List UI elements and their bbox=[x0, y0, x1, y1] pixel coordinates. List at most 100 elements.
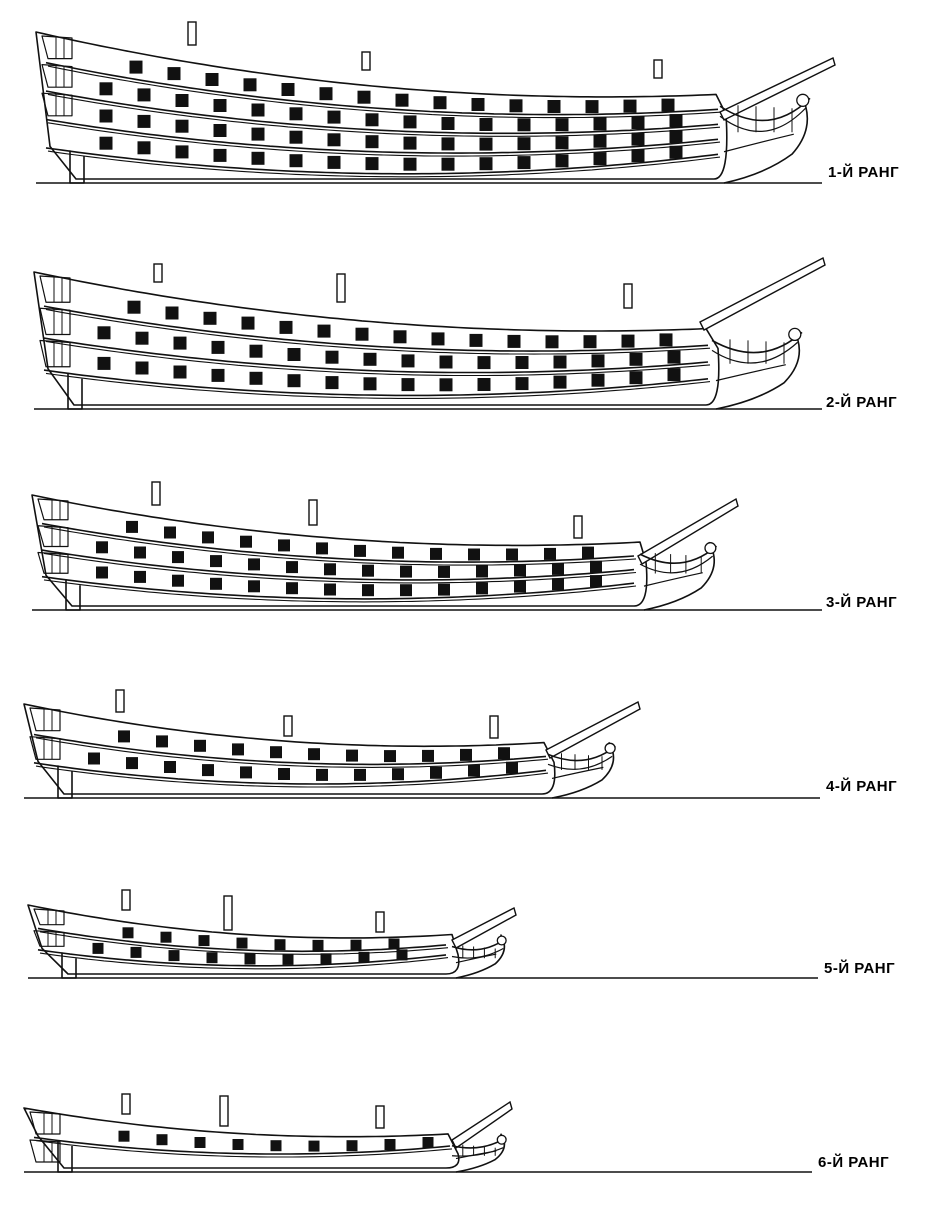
wale-line bbox=[37, 927, 447, 953]
wale-line bbox=[45, 308, 711, 355]
rank-label-4: 4-Й РАНГ bbox=[826, 778, 898, 795]
gun-port bbox=[278, 539, 290, 552]
gun-port bbox=[130, 946, 142, 958]
gun-port bbox=[243, 78, 257, 92]
bowsprit bbox=[451, 1100, 513, 1150]
gun-port bbox=[172, 574, 184, 587]
rank-label-6: 6-Й РАНГ bbox=[818, 1154, 890, 1171]
wale-line bbox=[39, 952, 449, 970]
mast-stub bbox=[573, 515, 583, 539]
gun-port bbox=[441, 137, 455, 151]
gun-port bbox=[623, 99, 637, 113]
gun-port bbox=[346, 1140, 358, 1152]
gun-port bbox=[471, 98, 485, 111]
gun-port bbox=[517, 156, 531, 170]
stern-gallery bbox=[41, 92, 73, 117]
gun-port bbox=[591, 373, 605, 387]
gun-port bbox=[441, 117, 455, 130]
gun-port bbox=[392, 546, 404, 559]
gun-port bbox=[213, 99, 227, 112]
gun-port bbox=[211, 340, 225, 354]
wale-line bbox=[45, 340, 711, 377]
gun-port bbox=[118, 730, 130, 743]
wale-line bbox=[47, 65, 721, 119]
gun-port bbox=[667, 350, 681, 364]
gun-port bbox=[468, 764, 480, 777]
gun-port bbox=[621, 334, 635, 348]
mast-stub bbox=[223, 895, 233, 931]
gun-port bbox=[137, 88, 151, 102]
gun-port bbox=[476, 582, 488, 595]
gun-port bbox=[509, 99, 523, 113]
mast-stub bbox=[653, 59, 663, 79]
gun-port bbox=[517, 118, 531, 132]
gun-port bbox=[324, 563, 336, 576]
wale-line bbox=[43, 305, 709, 352]
wale-line bbox=[47, 150, 721, 178]
gun-port bbox=[251, 127, 265, 141]
gun-port bbox=[175, 145, 189, 159]
figurehead bbox=[496, 1134, 507, 1145]
gun-port bbox=[210, 577, 222, 590]
figurehead bbox=[704, 542, 717, 555]
hull-outline bbox=[27, 904, 460, 975]
head-rail bbox=[547, 755, 613, 770]
gun-port bbox=[438, 565, 450, 578]
gun-port bbox=[202, 531, 214, 544]
mast-stub bbox=[375, 1105, 385, 1129]
gun-port bbox=[325, 376, 339, 390]
stern-gallery bbox=[39, 339, 71, 368]
mast-stub bbox=[361, 51, 371, 71]
wale-line bbox=[33, 1136, 451, 1155]
gun-port bbox=[173, 336, 187, 350]
gun-port bbox=[135, 331, 149, 345]
gun-port bbox=[251, 103, 265, 117]
gun-port bbox=[629, 371, 643, 385]
gun-port bbox=[137, 141, 151, 155]
gun-port bbox=[289, 107, 303, 121]
gun-port bbox=[135, 361, 149, 375]
gun-port bbox=[431, 332, 445, 346]
gun-port bbox=[270, 1140, 282, 1152]
gun-port bbox=[441, 157, 455, 171]
gun-port bbox=[134, 546, 146, 559]
gun-port bbox=[99, 136, 113, 150]
cutwater bbox=[643, 541, 716, 611]
gun-port bbox=[327, 110, 341, 124]
gun-port bbox=[422, 1137, 434, 1148]
trail-board bbox=[455, 953, 497, 964]
gun-port bbox=[514, 564, 526, 577]
gun-port bbox=[270, 746, 282, 759]
gun-port bbox=[396, 949, 408, 961]
head-rail bbox=[719, 107, 806, 133]
mast-stub bbox=[489, 715, 499, 739]
mast-stub bbox=[308, 499, 318, 526]
gun-port bbox=[583, 335, 597, 349]
trail-board bbox=[551, 766, 604, 779]
gun-port bbox=[286, 582, 298, 595]
gun-port bbox=[354, 768, 366, 781]
gun-port bbox=[167, 67, 181, 81]
gun-port bbox=[92, 942, 104, 954]
gun-port bbox=[232, 743, 244, 756]
wale-line bbox=[41, 522, 635, 563]
stern-gallery bbox=[39, 307, 71, 336]
gun-port bbox=[629, 352, 643, 366]
gun-port bbox=[308, 1140, 320, 1152]
stern-gallery bbox=[29, 736, 61, 760]
mast-stub bbox=[121, 1093, 131, 1115]
ship-rank-5 bbox=[27, 889, 818, 979]
gun-port bbox=[392, 768, 404, 781]
gun-port bbox=[173, 365, 187, 379]
gun-port bbox=[547, 100, 561, 113]
gun-port bbox=[126, 757, 138, 770]
gun-port bbox=[507, 334, 521, 348]
gun-port bbox=[552, 578, 564, 591]
gun-port bbox=[469, 333, 483, 347]
gun-port bbox=[477, 378, 491, 391]
gun-port bbox=[324, 583, 336, 596]
hull-outline bbox=[33, 271, 720, 406]
gun-port bbox=[400, 584, 412, 597]
bowsprit bbox=[451, 906, 517, 949]
